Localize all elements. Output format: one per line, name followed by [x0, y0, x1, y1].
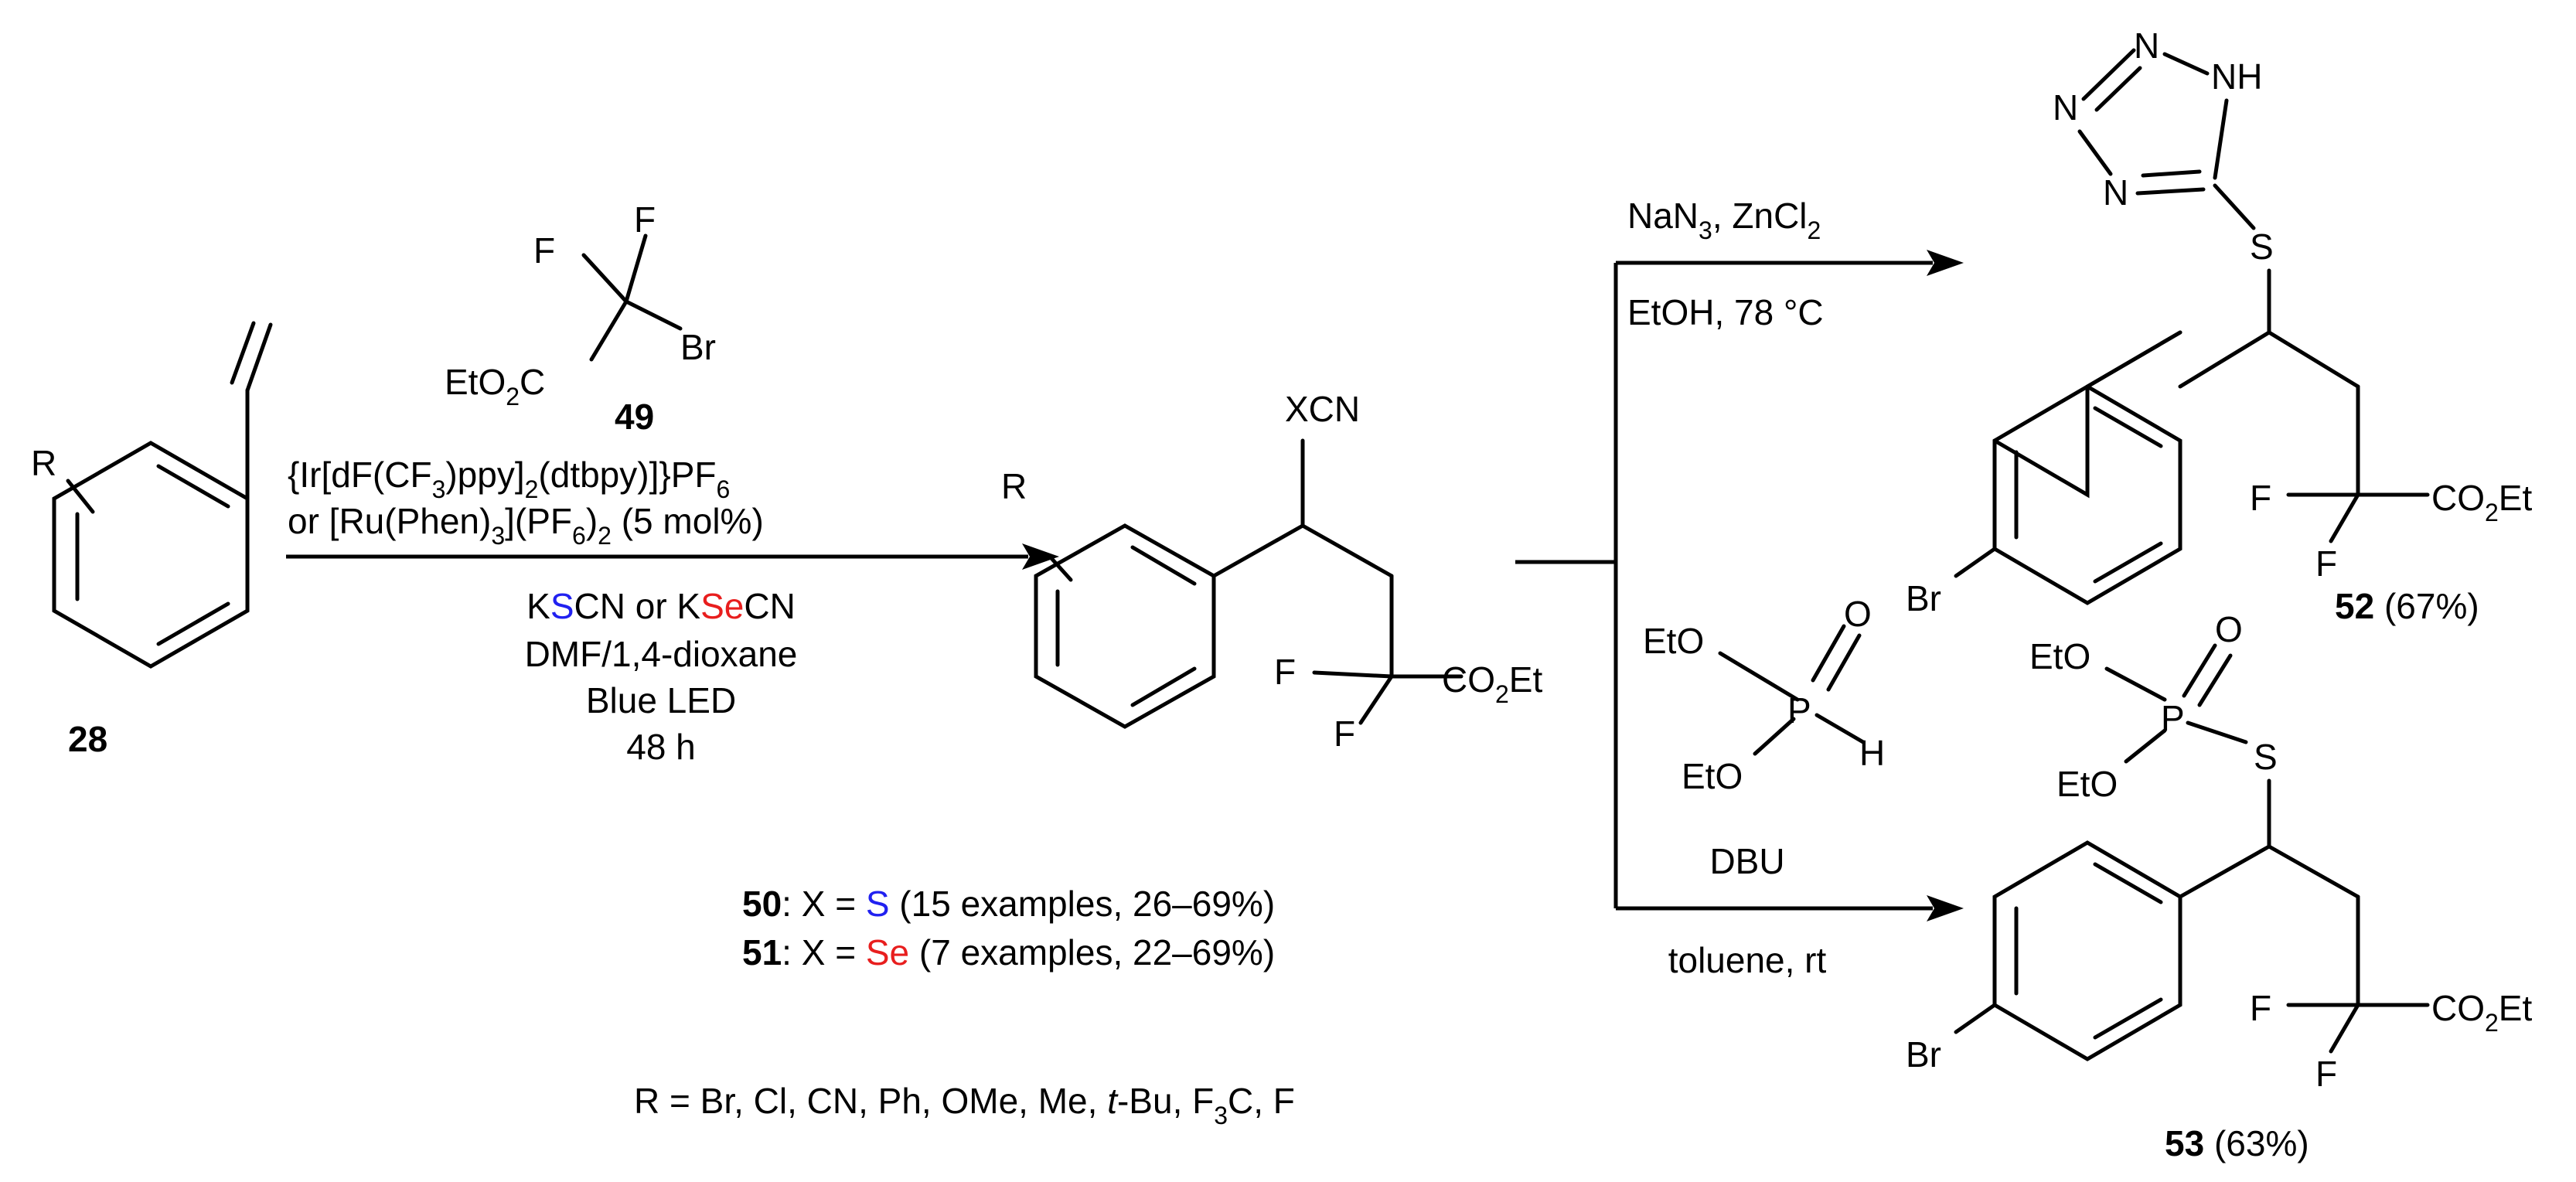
- diethyl-phosphite: EtO P O H EtO: [1643, 594, 1885, 796]
- atom-h: H: [1859, 733, 1885, 773]
- atom-p: P: [1787, 690, 1811, 731]
- product-52: N NH N N S Br F F CO2Et 52 (67%): [1906, 26, 2532, 626]
- product-52-label: 52 (67%): [2335, 586, 2479, 626]
- lower-branch-base: DBU: [1709, 841, 1784, 881]
- atom-f: F: [634, 199, 656, 240]
- atom-o: O: [1844, 594, 1872, 634]
- time-condition: 48 h: [626, 727, 696, 767]
- ethoxy-label: EtO: [1682, 756, 1743, 796]
- r-group-list: R = Br, Cl, CN, Ph, OMe, Me, t-Bu, F3C, …: [634, 1081, 1295, 1129]
- atom-s: S: [2250, 227, 2274, 267]
- result-51: 51: X = Se (7 examples, 22–69%): [742, 932, 1275, 973]
- atom-br: Br: [1906, 578, 1941, 618]
- atom-o: O: [2215, 609, 2243, 649]
- ester-label: CO2Et: [2431, 988, 2532, 1037]
- compound-number-28: 28: [68, 719, 107, 759]
- main-reaction-arrow: [286, 543, 1059, 570]
- product-53-label: 53 (63%): [2165, 1123, 2309, 1163]
- salt-condition: KSCN or KSeCN: [526, 586, 796, 626]
- result-50: 50: X = S (15 examples, 26–69%): [742, 884, 1275, 924]
- ethoxy-label: EtO: [1643, 621, 1704, 661]
- catalyst-ru: or [Ru(Phen)3](PF6)2 (5 mol%): [288, 501, 764, 550]
- atom-f: F: [2250, 478, 2271, 518]
- atom-br: Br: [680, 327, 716, 367]
- compound-49-reagent: F F Br EtO2C 49: [445, 199, 716, 437]
- solvent-condition: DMF/1,4-dioxane: [525, 634, 798, 674]
- atom-nh: NH: [2211, 56, 2262, 97]
- light-condition: Blue LED: [586, 680, 736, 720]
- lower-branch-solvent: toluene, rt: [1668, 940, 1827, 980]
- catalyst-ir: {Ir[dF(CF3)ppy]2(dtbpy)]}PF6: [288, 455, 730, 503]
- atom-br: Br: [1906, 1034, 1941, 1075]
- atom-f: F: [2250, 988, 2271, 1028]
- branch-arrows: [1515, 250, 1964, 921]
- atom-n: N: [2103, 172, 2128, 213]
- upper-branch-solvent: EtOH, 78 °C: [1627, 292, 1824, 332]
- product-53: EtO P O EtO S Br F F CO2Et 53 (63%): [1906, 609, 2532, 1163]
- atom-f: F: [2315, 543, 2337, 584]
- compound-28-styrene: R 28: [31, 321, 273, 759]
- upper-branch-reagents: NaN3, ZnCl2: [1627, 196, 1821, 244]
- ethoxy-label: EtO: [2056, 764, 2118, 804]
- atom-f: F: [2315, 1054, 2337, 1094]
- atom-f: F: [1274, 652, 1296, 692]
- atom-s: S: [2254, 737, 2278, 777]
- ester-label: EtO2C: [445, 362, 545, 410]
- intermediate-compound: R XCN F F CO2Et: [1001, 389, 1542, 754]
- atom-n: N: [2134, 26, 2159, 66]
- atom-n: N: [2053, 87, 2078, 128]
- compound-number-49: 49: [615, 397, 654, 437]
- r-substituent-label: R: [31, 443, 56, 483]
- atom-f: F: [1334, 714, 1355, 754]
- atom-f: F: [533, 230, 555, 271]
- ester-label: CO2Et: [1442, 659, 1542, 708]
- ester-label: CO2Et: [2431, 478, 2532, 526]
- ethoxy-label: EtO: [2029, 636, 2090, 676]
- xcn-label: XCN: [1285, 389, 1360, 429]
- r-substituent-label: R: [1001, 466, 1027, 506]
